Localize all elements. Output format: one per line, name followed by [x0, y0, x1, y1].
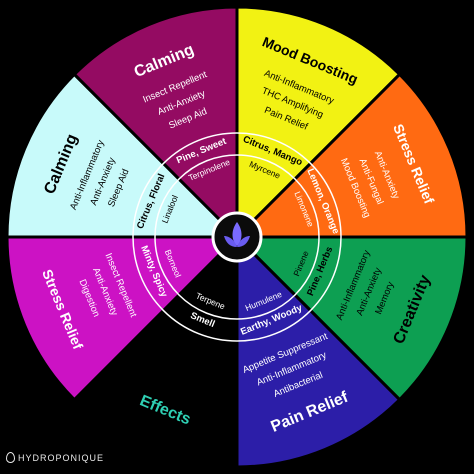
wedge-creativity: [233, 235, 469, 402]
middle-ring-line: [154, 154, 320, 320]
wedge-stress1: [233, 72, 469, 239]
lotus-icon: [224, 222, 250, 247]
wedge-pain: [235, 233, 402, 469]
wedge-mood: [235, 5, 402, 241]
wheel-rings: [132, 132, 342, 342]
wedge-calming1: [5, 72, 241, 239]
wedge-effects: [72, 233, 239, 469]
brand-name: HYDROPONIQUE: [18, 452, 105, 463]
outer-ring-line: [132, 132, 342, 342]
drop-icon: [6, 452, 15, 463]
brand-logo: HYDROPONIQUE: [6, 452, 104, 463]
center-badge: [211, 211, 263, 263]
wedge-calming2: [72, 5, 239, 241]
wheel-wedges: [5, 5, 469, 469]
wedge-stress2: [5, 235, 241, 402]
